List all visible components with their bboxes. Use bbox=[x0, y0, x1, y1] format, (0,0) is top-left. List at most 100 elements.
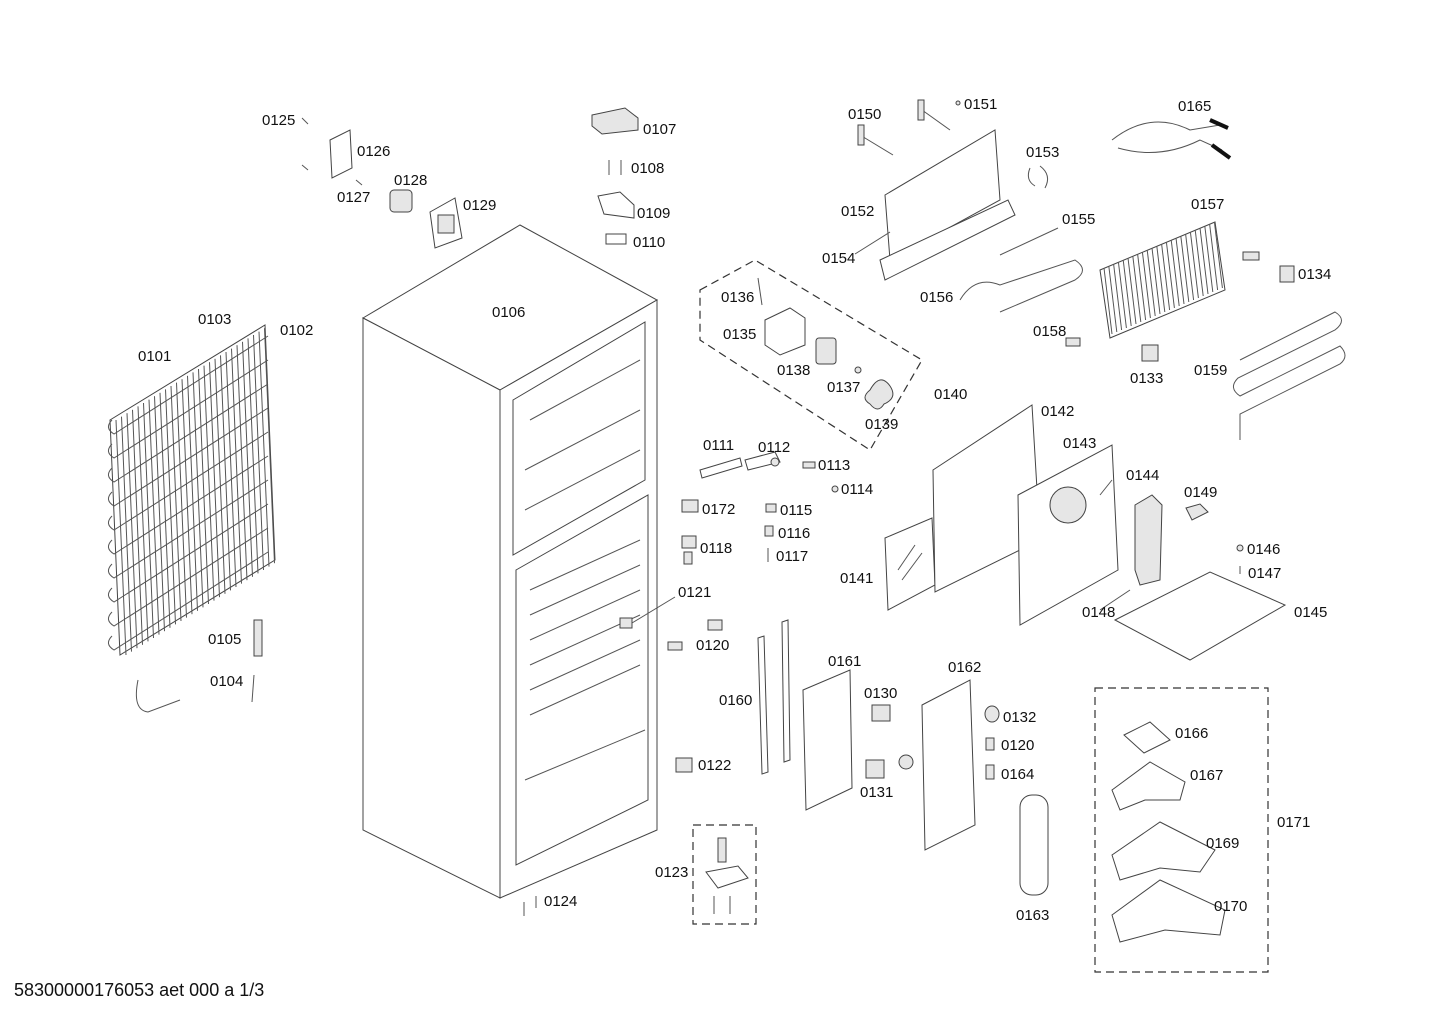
evaporator-fin bbox=[1117, 261, 1127, 329]
part-label: 0131 bbox=[860, 784, 893, 801]
part-label: 0102 bbox=[280, 322, 313, 339]
condenser-wire bbox=[236, 345, 248, 581]
condenser-tube bbox=[108, 407, 269, 507]
bottom-hinge-parts-drawing bbox=[523, 617, 723, 916]
condenser-wire bbox=[214, 358, 226, 594]
ice-maker-kit-outline bbox=[1094, 687, 1269, 973]
door-seal-parts-drawing bbox=[757, 619, 1049, 896]
condenser-tube bbox=[108, 383, 269, 483]
evaporator-fin bbox=[1113, 263, 1123, 331]
part-label: 0104 bbox=[210, 673, 243, 690]
part-label: 0120 bbox=[696, 637, 729, 654]
evaporator-fin bbox=[1199, 227, 1209, 295]
condenser-wire bbox=[176, 382, 187, 618]
part-label: 0135 bbox=[723, 326, 756, 343]
evaporator-fin bbox=[1209, 223, 1219, 291]
condenser-tube bbox=[108, 551, 269, 651]
evaporator-fin bbox=[1213, 221, 1223, 289]
part-label: 0152 bbox=[841, 203, 874, 220]
part-label: 0126 bbox=[357, 143, 390, 160]
condenser-tube bbox=[108, 431, 269, 531]
part-label: 0130 bbox=[864, 685, 897, 702]
evaporator-fin bbox=[1108, 265, 1118, 333]
part-label: 0169 bbox=[1206, 835, 1239, 852]
part-label: 0154 bbox=[822, 250, 855, 267]
condenser-wire bbox=[242, 341, 253, 577]
condenser-wire bbox=[231, 348, 242, 584]
part-label: 0115 bbox=[780, 502, 812, 519]
part-label: 0142 bbox=[1041, 403, 1074, 420]
part-label: 0163 bbox=[1016, 907, 1049, 924]
condenser-wire bbox=[159, 392, 171, 628]
wire-harness-drawing bbox=[1111, 118, 1232, 160]
part-label: 0134 bbox=[1298, 266, 1331, 283]
small-fasteners-drawing bbox=[681, 451, 839, 565]
evaporator-fin bbox=[1185, 233, 1195, 301]
part-label: 0105 bbox=[208, 631, 241, 648]
evaporator-fin bbox=[1204, 225, 1214, 293]
part-label: 0127 bbox=[337, 189, 370, 206]
part-label: 0133 bbox=[1130, 370, 1163, 387]
evaporator-fin bbox=[1151, 247, 1161, 315]
part-label: 0129 bbox=[463, 197, 496, 214]
part-label: 0158 bbox=[1033, 323, 1066, 340]
part-label: 0101 bbox=[138, 348, 171, 365]
part-label: 0164 bbox=[1001, 766, 1034, 783]
part-label: 0124 bbox=[544, 893, 577, 910]
part-label: 0171 bbox=[1277, 814, 1310, 831]
cabinet-drawing bbox=[361, 224, 659, 899]
part-label: 0157 bbox=[1191, 196, 1224, 213]
condenser-wire bbox=[225, 351, 237, 588]
thermostat-parts-drawing bbox=[301, 117, 463, 249]
evaporator-fin bbox=[1189, 231, 1199, 299]
condenser-wire bbox=[154, 396, 165, 632]
part-label: 0167 bbox=[1190, 767, 1223, 784]
condenser-tube bbox=[108, 335, 269, 435]
part-label: 0156 bbox=[920, 289, 953, 306]
air-duct-panels-drawing bbox=[884, 404, 1287, 661]
condenser-wire bbox=[115, 419, 127, 656]
leader-line bbox=[854, 231, 891, 255]
condenser-tube bbox=[108, 503, 269, 603]
condenser-wire bbox=[170, 385, 182, 622]
part-label: 0145 bbox=[1294, 604, 1327, 621]
part-label: 0118 bbox=[700, 540, 732, 557]
heater-drawing bbox=[1233, 311, 1346, 440]
condenser-tube bbox=[108, 455, 269, 555]
part-label: 0161 bbox=[828, 653, 861, 670]
part-label: 0165 bbox=[1178, 98, 1211, 115]
evaporator-drawing bbox=[1099, 221, 1295, 362]
condenser-wire bbox=[203, 365, 215, 601]
part-label: 0107 bbox=[643, 121, 676, 138]
part-label: 0108 bbox=[631, 160, 664, 177]
evaporator-fin bbox=[1165, 241, 1175, 309]
part-label: 0151 bbox=[964, 96, 997, 113]
fan-assembly-drawing bbox=[757, 277, 894, 410]
evaporator-fin bbox=[1137, 253, 1147, 321]
leader-line bbox=[1099, 589, 1131, 611]
part-label: 0170 bbox=[1214, 898, 1247, 915]
evaporator-fin bbox=[1194, 229, 1204, 297]
part-label: 0148 bbox=[1082, 604, 1115, 621]
condenser-wire bbox=[187, 375, 198, 611]
part-label: 0138 bbox=[777, 362, 810, 379]
condenser-wire bbox=[220, 355, 231, 591]
part-label: 0159 bbox=[1194, 362, 1227, 379]
leader-line bbox=[631, 596, 676, 624]
evaporator-fin bbox=[1180, 235, 1190, 303]
part-label: 0132 bbox=[1003, 709, 1036, 726]
document-number: 58300000176053 aet 000 a 1/3 bbox=[14, 980, 265, 1000]
condenser-tube bbox=[108, 359, 269, 459]
part-label: 0143 bbox=[1063, 435, 1096, 452]
part-label: 0111 bbox=[703, 437, 734, 454]
part-label: 0128 bbox=[394, 172, 427, 189]
condenser-wire bbox=[132, 409, 143, 645]
fan-assembly-outline bbox=[699, 259, 923, 451]
evaporator-fin bbox=[1161, 243, 1171, 311]
part-label: 0166 bbox=[1175, 725, 1208, 742]
condenser-wire bbox=[181, 379, 193, 615]
part-label: 0109 bbox=[637, 205, 670, 222]
part-label: 0139 bbox=[865, 416, 898, 433]
condenser-wire bbox=[165, 389, 176, 625]
condenser-tube bbox=[108, 527, 269, 627]
